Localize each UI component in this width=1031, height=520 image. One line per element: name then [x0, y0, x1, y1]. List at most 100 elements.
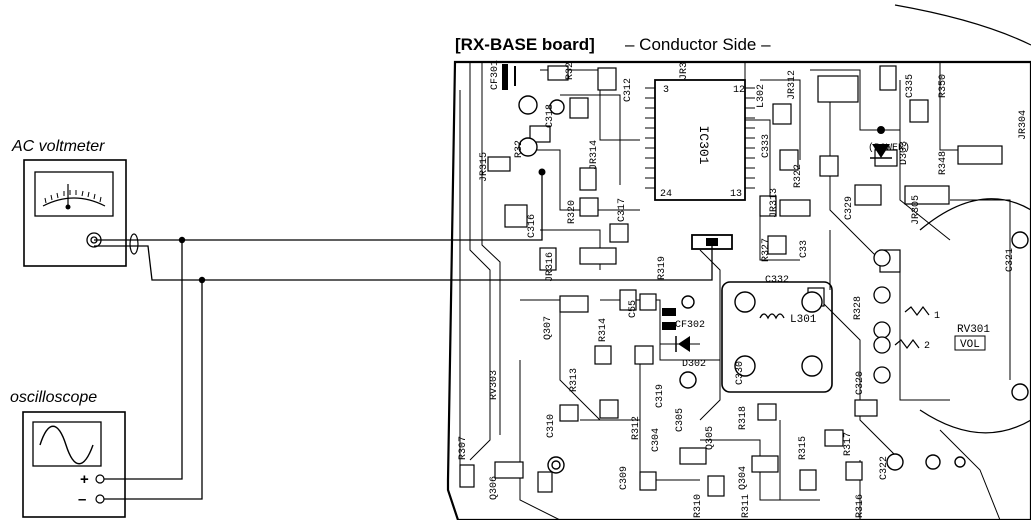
- label-c318: C318: [545, 104, 556, 128]
- ic-pin12-label: 12: [733, 85, 745, 96]
- label-r32-left: R32: [514, 140, 525, 158]
- label-r307: R307: [458, 436, 469, 460]
- label-c332: C332: [765, 275, 789, 286]
- label-r348: R348: [938, 151, 949, 175]
- label-q307: Q307: [543, 316, 554, 340]
- oscilloscope-minus-terminal[interactable]: [95, 494, 105, 504]
- label-c312: C312: [623, 78, 634, 102]
- label-jr316: JR316: [545, 252, 556, 282]
- label-c319: C319: [655, 384, 666, 408]
- label-c55: C55: [628, 300, 639, 318]
- ic-pin24-label: 24: [660, 189, 672, 200]
- ic301-label: IC301: [696, 125, 711, 164]
- label-r32-top: R32: [565, 62, 576, 80]
- label-c321: C321: [1005, 248, 1016, 272]
- oscilloscope-label: oscilloscope: [10, 389, 97, 406]
- label-r322: R322: [793, 164, 804, 188]
- label-q304: Q304: [738, 466, 749, 490]
- label-power: (POWER): [868, 142, 910, 154]
- ic-pin3-label: 3: [663, 85, 669, 96]
- label-cf302: CF302: [675, 320, 705, 331]
- d302-diode: [660, 336, 700, 352]
- ic-pin13-label: 13: [730, 189, 742, 200]
- label-r320: R320: [567, 200, 578, 224]
- d303-led: [870, 126, 892, 159]
- board-components: [459, 65, 1003, 497]
- label-r319: R319: [657, 256, 668, 280]
- cf302-filter: [662, 308, 676, 330]
- ic301-chip: IC301 3 12 24 13: [645, 79, 755, 201]
- label-r313: R313: [569, 368, 580, 392]
- label-jr314: JR314: [589, 140, 600, 170]
- label-l302: L302: [756, 84, 767, 108]
- scope-plus-wire: [104, 240, 183, 480]
- label-r315: R315: [798, 436, 809, 460]
- label-r318: R318: [738, 406, 749, 430]
- label-cf301: CF301: [490, 60, 501, 90]
- label-c335: C335: [905, 74, 916, 98]
- label-jr3: JR3: [679, 62, 690, 80]
- connection-wires: [94, 172, 713, 500]
- wire-junctions: [178, 168, 546, 284]
- board-component-labels: CF301 CF302 D302 (POWER) D303 L302 C332 …: [458, 60, 1029, 518]
- label-r310: R310: [693, 494, 704, 518]
- label-c317: C317: [617, 198, 628, 222]
- junction-dot: [198, 276, 206, 284]
- rv301-pin2: 2: [924, 341, 930, 352]
- label-c309: C309: [619, 466, 630, 490]
- sine-wave-trace: [39, 425, 94, 465]
- oscilloscope-plus-label: +: [80, 471, 89, 488]
- label-jr305: JR305: [911, 195, 922, 225]
- label-c320: C320: [855, 371, 866, 395]
- oscilloscope: oscilloscope + –: [10, 389, 126, 518]
- page-curve-line: [894, 4, 1031, 46]
- label-c304: C304: [651, 428, 662, 452]
- label-c305: C305: [675, 408, 686, 432]
- label-r327: R327: [761, 238, 772, 262]
- board-title: [RX-BASE board]: [455, 35, 595, 54]
- scope-minus-wire: [104, 280, 203, 500]
- label-jr312: JR312: [787, 70, 798, 100]
- ac-voltmeter: AC voltmeter: [11, 138, 127, 267]
- voltmeter-needle-pivot: [65, 204, 71, 210]
- vol-label: VOL: [960, 339, 980, 351]
- pcb-board: IC301 3 12 24 13: [446, 60, 1031, 520]
- oscilloscope-minus-label: –: [78, 491, 86, 508]
- rv301-pin1: 1: [934, 311, 940, 322]
- voltmeter-label: AC voltmeter: [11, 138, 105, 155]
- label-r316: R316: [855, 494, 866, 518]
- label-c334: C33: [799, 240, 810, 258]
- voltmeter-meter-window: [34, 171, 114, 217]
- label-r317: R317: [843, 432, 854, 456]
- label-c322: C322: [879, 456, 890, 480]
- label-d303: D303: [899, 141, 910, 165]
- label-q305: Q305: [705, 426, 716, 450]
- label-c333: C333: [761, 134, 772, 158]
- oscilloscope-screen: [32, 421, 102, 467]
- oscilloscope-plus-terminal[interactable]: [95, 474, 105, 484]
- label-c316: C316: [527, 214, 538, 238]
- label-c310: C310: [546, 414, 557, 438]
- l301-coil-block: L301: [721, 281, 833, 393]
- junction-dot: [178, 236, 186, 244]
- label-r312: R312: [631, 416, 642, 440]
- label-r328: R328: [853, 296, 864, 320]
- board-pads: [518, 95, 1029, 474]
- label-jr315: JR315: [479, 152, 490, 182]
- rv301-label: RV301: [957, 324, 990, 336]
- label-c330: C330: [735, 361, 746, 385]
- label-q306: Q306: [489, 476, 500, 500]
- probe-point-dot: [538, 168, 546, 176]
- label-c329: C329: [844, 196, 855, 220]
- board-side-subtitle: – Conductor Side –: [625, 35, 771, 54]
- label-d302: D302: [682, 359, 706, 370]
- cf301-filter: [502, 64, 516, 90]
- label-jr313: JR313: [769, 188, 780, 218]
- rv301-volume-control: 1 2 RV301 VOL: [873, 198, 1031, 434]
- label-r311: R311: [741, 494, 752, 518]
- voltmeter-scale-ticks: [44, 190, 102, 204]
- label-r350: R350: [938, 74, 949, 98]
- ground-wire: [94, 242, 713, 281]
